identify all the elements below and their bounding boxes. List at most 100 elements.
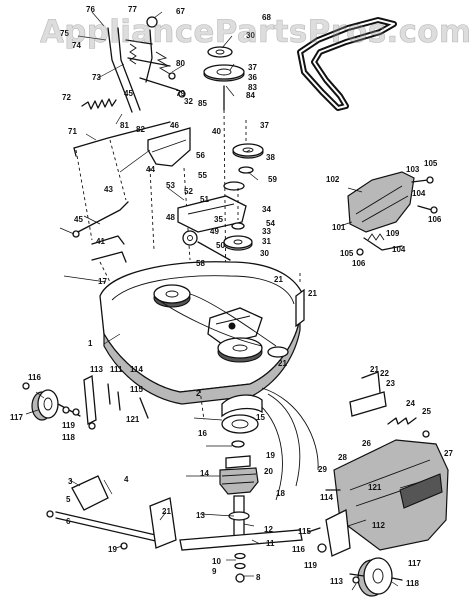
part-label-103: 103 [406, 165, 420, 174]
part-label-21: 21 [370, 365, 379, 374]
part-label-48: 48 [166, 213, 175, 222]
part-label-24: 24 [406, 399, 415, 408]
part-label-9: 9 [212, 567, 217, 576]
part-label-106: 106 [352, 259, 366, 268]
part-label-52: 52 [184, 187, 193, 196]
part-label-76: 76 [86, 5, 95, 14]
part-label-38: 38 [266, 153, 275, 162]
part-label-50: 50 [216, 241, 225, 250]
part-label-58: 58 [196, 259, 205, 268]
part-label-51: 51 [200, 195, 209, 204]
part-label-119: 119 [62, 421, 75, 430]
part-label-104: 104 [392, 245, 406, 254]
part-label-116: 116 [28, 373, 41, 382]
leader-lines [25, 11, 421, 591]
part-label-45: 45 [74, 215, 83, 224]
part-label-111: 111 [110, 365, 123, 374]
part-label-20: 20 [264, 467, 273, 476]
part-label-2: 2 [196, 389, 201, 398]
engine-pulley-stack [203, 46, 264, 301]
part-label-59: 59 [268, 175, 277, 184]
part-label-80: 80 [176, 59, 185, 68]
part-label-18: 18 [276, 489, 285, 498]
part-label-23: 23 [386, 379, 395, 388]
part-label-74: 74 [72, 41, 81, 50]
blade-spindle [179, 414, 303, 583]
part-label-113: 113 [330, 577, 343, 586]
part-label-36: 36 [248, 73, 257, 82]
part-label-44: 44 [146, 165, 155, 174]
part-label-11: 11 [266, 539, 275, 548]
part-label-4: 4 [124, 475, 129, 484]
part-label-29: 29 [318, 465, 327, 474]
part-label-21: 21 [274, 275, 283, 284]
part-label-5: 5 [66, 495, 71, 504]
part-label-21: 21 [308, 289, 317, 298]
part-label-3: 3 [68, 477, 73, 486]
part-label-27: 27 [444, 449, 453, 458]
lower-left-bracket [46, 475, 177, 550]
part-label-35: 35 [214, 215, 223, 224]
part-label-45: 45 [124, 89, 133, 98]
part-label-6: 6 [66, 517, 71, 526]
part-label-8: 8 [256, 573, 261, 582]
cables [199, 387, 319, 501]
part-label-117: 117 [10, 413, 23, 422]
part-label-19: 19 [108, 545, 117, 554]
part-label-116: 116 [292, 545, 305, 554]
lift-rod-71 [73, 121, 171, 241]
part-label-13: 13 [196, 511, 205, 520]
part-label-81: 81 [120, 121, 129, 130]
mower-deck [99, 261, 305, 405]
part-label-30: 30 [246, 31, 255, 40]
part-label-32: 32 [184, 97, 193, 106]
lower-right-wheel [307, 489, 403, 597]
part-label-34: 34 [262, 205, 271, 214]
part-label-105: 105 [340, 249, 354, 258]
part-label-105: 105 [424, 159, 438, 168]
part-label-118: 118 [406, 579, 419, 588]
part-label-119: 119 [304, 561, 317, 570]
part-label-71: 71 [68, 127, 77, 136]
part-label-104: 104 [412, 189, 426, 198]
part-label-26: 26 [362, 439, 371, 448]
part-label-83: 83 [248, 83, 257, 92]
part-label-121: 121 [368, 483, 382, 492]
bracket-44 [147, 127, 191, 261]
part-label-16: 16 [198, 429, 207, 438]
drive-belt-68 [297, 17, 397, 111]
part-label-21: 21 [162, 507, 171, 516]
part-label-46: 46 [170, 121, 179, 130]
part-label-117: 117 [408, 559, 421, 568]
spring-72 [81, 98, 117, 110]
discharge-chute-27 [333, 371, 449, 551]
part-label-53: 53 [166, 181, 175, 190]
part-label-115: 115 [130, 385, 143, 394]
part-label-75: 75 [60, 29, 69, 38]
part-label-12: 12 [264, 525, 273, 534]
part-label-1: 1 [88, 339, 93, 348]
part-label-112: 112 [372, 521, 385, 530]
part-label-22: 22 [380, 369, 389, 378]
front-wheel-left [22, 374, 149, 430]
part-label-54: 54 [266, 219, 275, 228]
part-label-106: 106 [428, 215, 442, 224]
part-label-28: 28 [338, 453, 347, 462]
part-label-43: 43 [104, 185, 113, 194]
rods-left [72, 201, 129, 287]
part-label-41: 41 [96, 237, 105, 246]
part-label-85: 85 [198, 99, 207, 108]
part-label-33: 33 [262, 227, 271, 236]
part-label-101: 101 [332, 223, 346, 232]
part-label-30: 30 [260, 249, 269, 258]
part-label-115: 115 [298, 527, 311, 536]
part-label-37: 37 [260, 121, 269, 130]
part-label-82: 82 [136, 125, 145, 134]
belt-guard-16 [221, 394, 263, 418]
part-label-79: 79 [176, 89, 185, 98]
idler-bracket [177, 195, 247, 261]
part-label-73: 73 [92, 73, 101, 82]
part-label-19: 19 [266, 451, 275, 460]
